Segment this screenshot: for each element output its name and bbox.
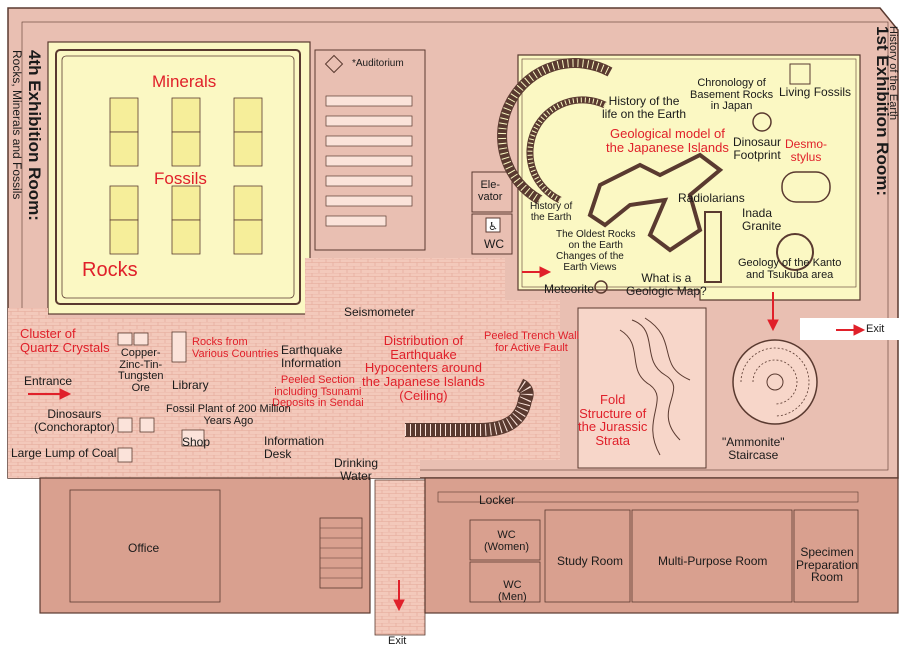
exit-bottom-label[interactable]: Exit <box>388 635 407 647</box>
exit-right-label[interactable]: Exit <box>866 323 885 335</box>
fossils-label: Fossils <box>154 169 207 188</box>
locker-label: Locker <box>479 493 516 507</box>
wc-men-room <box>469 561 541 603</box>
library-label: Library <box>172 378 209 392</box>
shop-label: Shop <box>182 435 211 449</box>
kanto-tsukuba-model <box>776 233 814 271</box>
meteorite-label: Meteorite <box>544 282 595 296</box>
fold-strata-drawing <box>619 317 691 456</box>
radiolarians-label: Radiolarians <box>678 191 745 205</box>
fold-structure-area <box>577 307 707 469</box>
fourth-room-frame <box>55 49 301 305</box>
dinosaurs-label: Dinosaurs(Conchoraptor) <box>34 407 115 434</box>
office-room <box>69 489 221 603</box>
multipurpose-room <box>631 509 793 603</box>
minerals-label: Minerals <box>152 72 217 91</box>
wheelchair-icon <box>485 217 501 233</box>
large-coal-label: Large Lump of Coal <box>11 446 117 460</box>
history-earth-ramp <box>526 96 607 204</box>
hall-display-cases <box>117 331 205 463</box>
wall-inner-line <box>21 21 889 471</box>
office-wing-east <box>424 477 899 614</box>
fourth-exhibition-room <box>47 41 311 315</box>
dinosaur-footprint-marker <box>752 112 772 132</box>
fourth-room-subtitle: Rocks, Minerals and Fossils <box>10 50 24 200</box>
elevator-label: Ele-vator <box>478 179 503 203</box>
first-room-subtitle: History of the Earth <box>887 26 899 121</box>
living-fossils-case <box>789 63 811 85</box>
multipurpose-room-label: Multi-Purpose Room <box>658 554 768 568</box>
wc-label: WC <box>484 237 504 251</box>
wc-women-room <box>469 519 541 561</box>
corridor-brick <box>374 479 426 636</box>
seismometer-label: Seismometer <box>344 305 415 319</box>
fourth-room-title: 4th Exhibition Room: <box>25 50 44 221</box>
wc-women-label: WC(Women) <box>484 529 530 553</box>
first-room-frame <box>521 58 857 288</box>
entrance-label: Entrance <box>24 374 73 388</box>
office-stair-steps <box>320 527 362 579</box>
main-staircase <box>405 378 534 437</box>
desmostylus-case <box>781 171 831 203</box>
history-life-ramp-steps <box>498 59 612 204</box>
office-label: Office <box>128 541 160 555</box>
inada-granite-block <box>704 211 722 283</box>
office-wing <box>39 477 371 614</box>
rocks-label: Rocks <box>82 259 138 281</box>
wc-men-label: WC(Men) <box>498 579 527 603</box>
study-room-label: Study Room <box>557 554 624 568</box>
geological-model <box>587 152 724 253</box>
auditorium-label: *Auditorium <box>352 58 404 69</box>
desmostylus-label: Desmo-stylus <box>785 137 828 164</box>
ammonite-staircase-label: "Ammonite"Staircase <box>722 435 785 462</box>
wheelchair-glyph: ♿ <box>488 220 498 233</box>
geologic-map-marker <box>594 280 608 294</box>
locker-room <box>437 491 859 503</box>
study-room <box>544 509 631 603</box>
living-fossils-label: Living Fossils <box>779 85 852 99</box>
elevator <box>471 171 513 213</box>
office-stairs <box>319 517 363 589</box>
fourth-room-frame-inner <box>61 55 295 299</box>
auditorium-stage <box>324 54 344 74</box>
auditorium-seats <box>325 95 413 227</box>
red-arrow-icon <box>28 266 866 612</box>
spiral-staircase-icon <box>732 339 818 425</box>
mineral-display-cases <box>109 97 263 255</box>
specimen-room <box>793 509 859 603</box>
